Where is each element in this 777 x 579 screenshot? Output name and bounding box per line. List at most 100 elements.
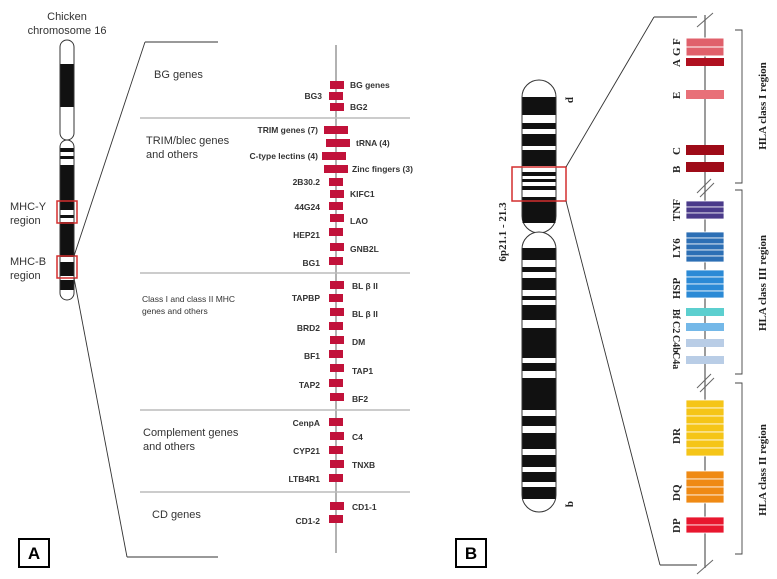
locus-label-bf: Bf (670, 309, 681, 320)
panel-a-label: A (28, 544, 40, 563)
band-label: 6p21.1 - 21.3 (497, 202, 509, 262)
gene-label: TRIM genes (7) (258, 125, 319, 135)
gene-box (324, 126, 348, 134)
region-label-class-ii: HLA class II region (757, 424, 769, 516)
gene-box (330, 103, 344, 111)
gene-label: BG2 (350, 102, 368, 112)
gene-box (322, 152, 346, 160)
gene-label: Zinc fingers (3) (352, 164, 413, 174)
region-brackets (735, 29, 743, 555)
gene-box (330, 308, 344, 316)
section-title-mhc-line1: Class I and class II MHC (142, 294, 235, 304)
region-label-class-iii: HLA class III region (757, 235, 769, 331)
gene-box (330, 81, 344, 89)
gene-box (329, 257, 343, 265)
gene-label: tRNA (4) (356, 138, 390, 148)
mhc-b-label-line1: MHC-B (10, 256, 46, 268)
gene-box (329, 418, 343, 426)
gene-box (329, 474, 343, 482)
gene-box (324, 165, 348, 173)
gene-label: 2B30.2 (293, 177, 321, 187)
locus-label-ly6: LY6 (671, 238, 683, 258)
locus-label-c2: C2 (670, 321, 681, 333)
panel-b-label-box (455, 538, 487, 568)
gene-label: BG3 (305, 91, 323, 101)
gene-box (329, 178, 343, 186)
locus-label-c4a: C4a (670, 352, 681, 369)
gene-box (330, 393, 344, 401)
locus-label-e: E (671, 92, 683, 99)
gene-label: BL β II (352, 281, 378, 291)
gene-box (330, 214, 344, 222)
gene-label: BF2 (352, 394, 368, 404)
gene-box (329, 294, 343, 302)
gene-box (330, 502, 344, 510)
mhc-y-label-line1: MHC-Y (10, 201, 47, 213)
gene-box (329, 228, 343, 236)
gene-box (329, 322, 343, 330)
gene-label: DM (352, 337, 365, 347)
class-iii-genes (685, 200, 725, 364)
locus-label-a: A (671, 59, 683, 67)
human-chromosome-6 (521, 79, 557, 513)
gene-box (330, 432, 344, 440)
gene-box (330, 460, 344, 468)
gene-box (326, 139, 350, 147)
gene-label: BG1 (303, 258, 321, 268)
locus-label-dp: DP (671, 518, 683, 533)
panel-a-label-box (18, 538, 50, 568)
gene-label: 44G24 (294, 202, 320, 212)
gene-label: C4 (352, 432, 363, 442)
mhc-b-highlight (56, 255, 78, 279)
section-title-complement-line2: and others (143, 441, 195, 453)
mhc-b-label-line2: region (10, 270, 41, 282)
zoom-line-bottom-b (565, 200, 661, 566)
gene-box (329, 350, 343, 358)
mhc-y-label-line2: region (10, 215, 41, 227)
locus-label-c4b: C4b (670, 335, 681, 353)
region-label-class-i: HLA class I region (757, 62, 769, 150)
locus-label-f: F (671, 38, 683, 45)
arm-q-label: q (565, 501, 577, 508)
gene-label: GNB2L (350, 244, 379, 254)
gene-label: BRD2 (297, 323, 320, 333)
chromosome-title-line2: chromosome 16 (28, 25, 107, 37)
zoom-line-top (73, 41, 146, 257)
gene-map: BG genes BG3 BG2 TRIM genes (7) tRNA (4)… (250, 80, 414, 526)
section-title-cd: CD genes (152, 509, 201, 521)
gene-label: HEP21 (293, 230, 320, 240)
chromosome-title-line1: Chicken (47, 11, 87, 23)
section-title-mhc-line2: genes and others (142, 306, 208, 316)
gene-label: C-type lectins (4) (250, 151, 319, 161)
gene-label: CYP21 (293, 446, 320, 456)
zoom-line-top-b (565, 16, 655, 168)
gene-label: TNXB (352, 460, 375, 470)
gene-box (329, 202, 343, 210)
locus-label-dq: DQ (671, 484, 683, 501)
gene-label: TAP1 (352, 366, 373, 376)
locus-label-b: B (671, 165, 683, 173)
gene-box (329, 92, 343, 100)
class-i-genes (685, 37, 725, 172)
chicken-chromosome (59, 39, 75, 301)
arm-p-label: p (565, 97, 577, 103)
gene-box (330, 336, 344, 344)
section-title-bg: BG genes (154, 69, 203, 81)
gene-box (330, 364, 344, 372)
locus-label-c: C (671, 147, 683, 155)
gene-label: TAPBP (292, 293, 321, 303)
gene-box (330, 190, 344, 198)
gene-label: BF1 (304, 351, 320, 361)
zoom-line-bottom (73, 277, 128, 558)
gene-label: CenpA (293, 418, 320, 428)
gene-box (330, 281, 344, 289)
section-title-trim-line1: TRIM/blec genes (146, 135, 230, 147)
gene-label: KIFC1 (350, 189, 375, 199)
section-title-trim-line2: and others (146, 149, 198, 161)
locus-label-hsp: HSP (671, 277, 683, 299)
axis-breaks (696, 12, 715, 575)
gene-label: LAO (350, 216, 368, 226)
gene-label: CD1-2 (295, 516, 320, 526)
locus-label-tnf: TNF (671, 199, 683, 221)
